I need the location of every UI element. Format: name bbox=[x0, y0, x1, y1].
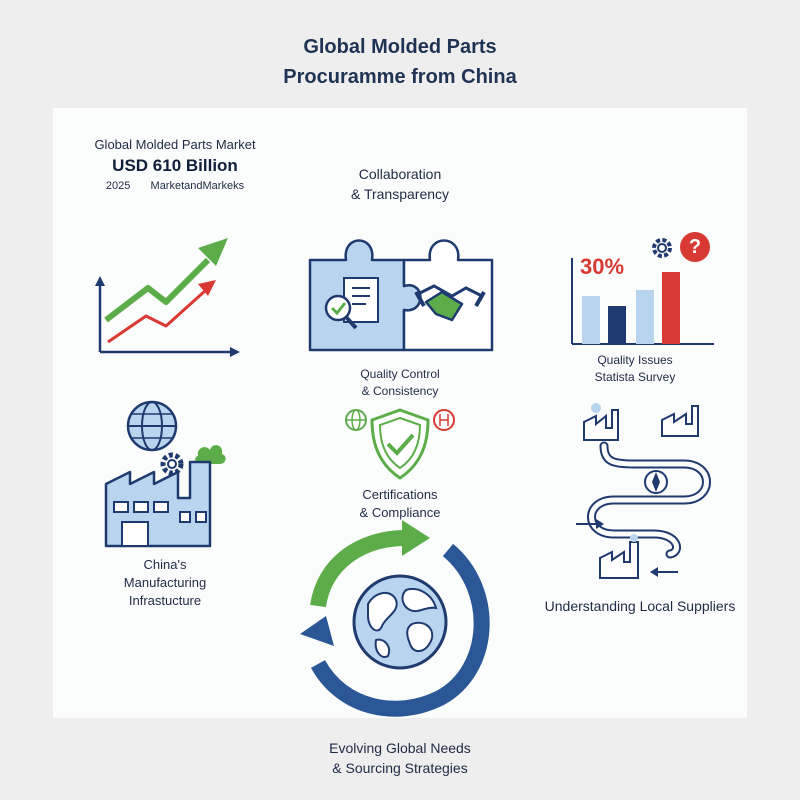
footer-line-2: & Sourcing Strategies bbox=[332, 760, 468, 776]
certification-shield-icon bbox=[345, 408, 455, 480]
quality-issues-stat: 30% bbox=[580, 254, 625, 279]
page-title: Global Molded Parts Procuramme from Chin… bbox=[0, 32, 800, 92]
market-value: USD 610 Billion bbox=[112, 156, 238, 175]
market-source-line: 2025 MarketandMarkeks bbox=[60, 178, 290, 194]
factory-small-icon-1 bbox=[583, 403, 619, 441]
certifications-label: Certifications & Compliance bbox=[320, 486, 480, 522]
quality-issues-chart-icon bbox=[571, 238, 714, 345]
bar-2 bbox=[608, 306, 626, 344]
factory-small-icon-2 bbox=[661, 405, 699, 437]
collaboration-line-2: & Transparency bbox=[350, 186, 450, 202]
china-line-3: Infrastucture bbox=[128, 593, 202, 608]
bar-1 bbox=[582, 296, 600, 344]
market-label: Global Molded Parts Market bbox=[94, 137, 256, 152]
compass-icon bbox=[644, 470, 668, 494]
market-source: MarketandMarkeks bbox=[150, 180, 245, 192]
puzzle-collaboration-icon bbox=[308, 239, 494, 352]
title-line-2: Procuramme from China bbox=[283, 66, 517, 88]
globe-small-icon bbox=[345, 409, 367, 431]
handshake-icon bbox=[414, 284, 486, 322]
china-line-2: Manufacturing bbox=[123, 575, 207, 590]
blue-cycle-arrow bbox=[310, 543, 490, 717]
green-cycle-arrow bbox=[310, 530, 407, 608]
local-suppliers-label: Understanding Local Suppliers bbox=[544, 598, 736, 614]
certifications-line-1: Certifications bbox=[362, 487, 438, 502]
bar-4 bbox=[662, 272, 680, 344]
quality-control-line-2: & Consistency bbox=[361, 384, 439, 398]
quality-issues-label: Quality Issues Statista Survey bbox=[560, 352, 710, 386]
certifications-line-2: & Compliance bbox=[359, 505, 441, 520]
factory-globe-icon bbox=[104, 400, 226, 548]
title-line-1: Global Molded Parts bbox=[303, 36, 497, 58]
globe-icon bbox=[126, 400, 178, 452]
quality-control-line-1: Quality Control bbox=[360, 367, 440, 381]
bar-3 bbox=[636, 290, 654, 344]
quality-control-label: Quality Control & Consistency bbox=[320, 366, 480, 400]
question-badge-icon: ? bbox=[680, 232, 710, 262]
collaboration-line-1: Collaboration bbox=[358, 166, 442, 182]
growth-chart-icon bbox=[95, 238, 240, 357]
gear-icon bbox=[652, 238, 672, 258]
cloud-icon bbox=[195, 445, 226, 464]
supplier-route-icon bbox=[576, 403, 711, 579]
market-year: 2025 bbox=[105, 180, 131, 192]
china-line-1: China's bbox=[143, 557, 187, 572]
market-size-block: Global Molded Parts Market USD 610 Billi… bbox=[60, 136, 290, 194]
footer-caption: Evolving Global Needs & Sourcing Strateg… bbox=[0, 738, 800, 778]
cert-badge-icon bbox=[433, 409, 455, 431]
footer-line-1: Evolving Global Needs bbox=[329, 740, 471, 756]
quality-issues-line-2: Statista Survey bbox=[594, 370, 676, 384]
china-label: China's Manufacturing Infrastucture bbox=[90, 556, 240, 610]
globe-icon bbox=[352, 574, 448, 670]
gear-icon bbox=[160, 452, 184, 476]
quality-issues-line-1: Quality Issues bbox=[597, 353, 673, 367]
global-cycle-icon bbox=[300, 520, 490, 717]
factory-small-icon-3 bbox=[599, 534, 639, 579]
shield-icon bbox=[370, 408, 430, 480]
collaboration-label: Collaboration & Transparency bbox=[300, 164, 500, 204]
